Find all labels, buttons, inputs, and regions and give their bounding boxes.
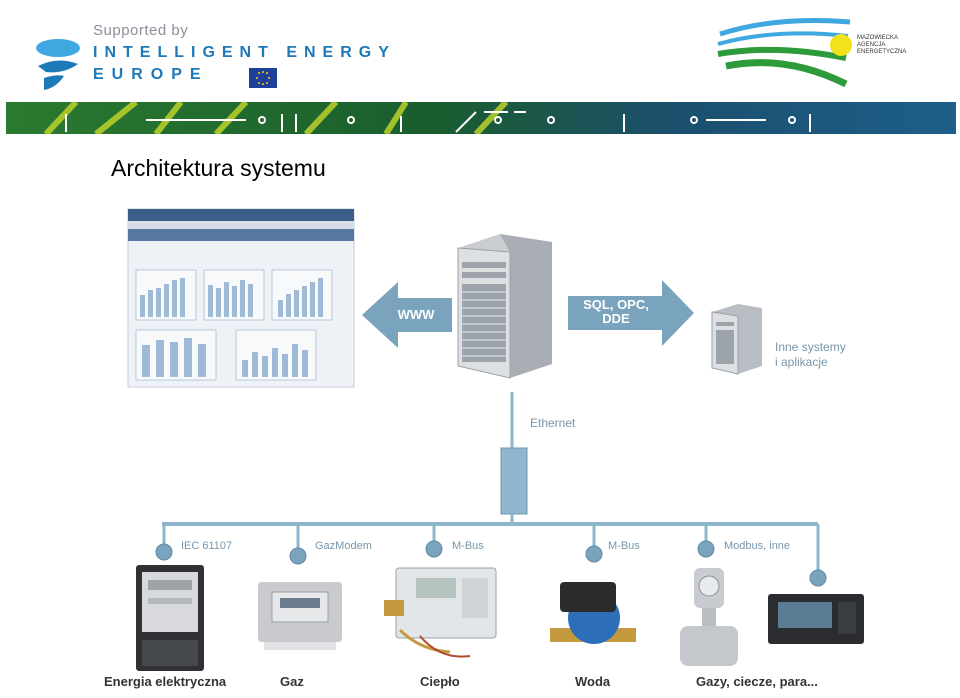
intelligent-energy-logo-icon <box>36 39 80 90</box>
ethernet-label: Ethernet <box>530 416 576 430</box>
device-caption: Gaz <box>280 674 304 689</box>
protocol-label: M-Bus <box>608 540 640 552</box>
electricity-meter-icon <box>136 565 204 671</box>
panel-controller-icon <box>768 594 864 644</box>
gas-meter-icon <box>258 582 342 650</box>
network-switch-icon <box>500 447 528 515</box>
heat-meter-icon <box>384 567 497 658</box>
device-caption: Gazy, ciecze, para... <box>696 674 818 689</box>
other-systems-label: Inne systemy i aplikacje <box>775 340 846 369</box>
agency-name: MAZOWIECKA AGENCJA ENERGETYCZNA <box>857 35 907 55</box>
connector-node-icon <box>585 545 603 563</box>
www-arrow <box>362 282 452 348</box>
connector-node-icon <box>425 540 443 558</box>
header-banner <box>6 102 956 134</box>
page-title: Architektura systemu <box>111 155 326 181</box>
device-caption: Woda <box>575 674 611 689</box>
supported-by-text: Supported by <box>93 22 189 39</box>
header: Supported by INTELLIGENT ENERGY EUROPE M… <box>0 0 960 102</box>
sql-opc-dde-label: SQL, OPC, DDE <box>583 297 649 326</box>
device-caption: Ciepło <box>420 674 460 689</box>
water-meter-icon <box>550 582 636 644</box>
protocol-label: IEC 61107 <box>181 540 233 552</box>
www-label: WWW <box>397 307 435 322</box>
protocol-label: GazModem <box>315 540 372 552</box>
main-server-icon <box>457 234 552 379</box>
sun-icon <box>830 34 852 56</box>
program-name-line2: EUROPE <box>93 66 209 83</box>
protocol-label: Modbus, inne <box>724 540 791 552</box>
connector-node-icon <box>155 543 173 561</box>
program-name-line1: INTELLIGENT ENERGY <box>93 44 396 61</box>
web-application-screenshot <box>127 208 355 388</box>
eu-flag-icon <box>249 68 277 88</box>
connector-node-icon <box>697 540 715 558</box>
device-caption: Energia elektryczna <box>104 674 227 689</box>
sql-opc-dde-arrow <box>568 280 694 346</box>
connector-node-icon <box>289 547 307 565</box>
agency-logo-waves-icon <box>717 18 851 88</box>
flow-meter-icon <box>680 568 738 666</box>
connector-node-icon <box>809 569 827 587</box>
protocol-label: M-Bus <box>452 540 484 552</box>
other-systems-server-icon <box>711 304 762 375</box>
